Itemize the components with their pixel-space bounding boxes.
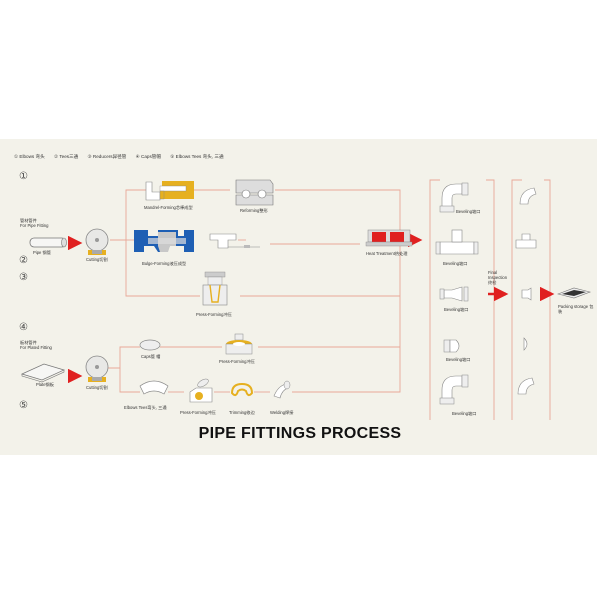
packing-box-icon bbox=[556, 287, 592, 299]
beveling-elbow-icon-2 bbox=[439, 374, 469, 405]
beveling-label-4: Beveling坡口 bbox=[446, 357, 471, 362]
plate-label: Plate钢板 bbox=[36, 382, 54, 387]
beveling-elbow-icon-1 bbox=[439, 182, 469, 213]
welding-elbow-icon bbox=[273, 380, 291, 399]
finished-elbow-icon-2 bbox=[517, 377, 535, 395]
beveling-label-5: Beveling坡口 bbox=[452, 411, 477, 416]
press-forming-cap-icon bbox=[225, 333, 253, 355]
row-number-2: ② bbox=[19, 255, 28, 266]
press-forming-reducer-label: Press-Forming冲压 bbox=[196, 312, 232, 317]
beveling-label-1: Beveling坡口 bbox=[456, 209, 481, 214]
beveling-cap-icon bbox=[443, 339, 460, 353]
legend-item: ② Tees三通 bbox=[53, 154, 79, 159]
plate-icon bbox=[21, 363, 65, 383]
pipe-fitting-heading-en: For Pipe Fitting bbox=[20, 222, 49, 228]
welding-label: Welding焊接 bbox=[270, 410, 294, 415]
beveling-label-3: Beveling坡口 bbox=[444, 307, 469, 312]
pipe-icon bbox=[29, 237, 67, 248]
bulge-forming-icon bbox=[134, 230, 194, 252]
legend-item: ⑤ Elbows Tees 弯头, 三通 bbox=[170, 154, 224, 159]
bulge-forming-label: Bulge-Forming液压成型 bbox=[142, 261, 187, 266]
mandrel-forming-icon bbox=[145, 181, 194, 201]
pipe-fitting-heading: 管材管件 For Pipe Fitting bbox=[20, 218, 49, 229]
elbow-blank-icon bbox=[139, 380, 169, 395]
packing-storage-label: Packing storage 包装 bbox=[558, 304, 594, 314]
finished-elbow-icon-1 bbox=[519, 187, 537, 205]
cutting-machine-icon-1 bbox=[85, 228, 109, 255]
heat-treatment-label: Heat Treatment热处理 bbox=[366, 251, 408, 256]
reforming-label: Reforming整形 bbox=[240, 208, 268, 213]
mandrel-forming-label: Mandrel-Forming芯棒成型 bbox=[144, 205, 193, 210]
trimming-icon bbox=[230, 382, 254, 397]
trimming-label: Trimming修边 bbox=[229, 410, 255, 415]
elbows-tees-label: Elbows Tees弯头, 三通 bbox=[124, 405, 167, 410]
beveling-label-2: Beveling坡口 bbox=[443, 261, 468, 266]
row-number-3: ③ bbox=[19, 272, 28, 283]
caps-label: Caps管 帽 bbox=[141, 354, 161, 359]
legend: ① Elbows 弯头 ② Tees三通 ③ Reducers异径管 ④ Cap… bbox=[14, 154, 232, 160]
finished-reducer-icon bbox=[521, 287, 532, 301]
final-inspection-label: Final Inspection 终检 bbox=[488, 270, 508, 285]
legend-item: ③ Reducers异径管 bbox=[87, 154, 127, 159]
legend-item: ④ Caps管帽 bbox=[135, 154, 161, 159]
press-forming-elbow-label: Press-Forming冲压 bbox=[180, 410, 216, 415]
tee-preform-icon bbox=[209, 233, 260, 249]
cap-blank-icon bbox=[139, 339, 161, 351]
pipe-label: Pipe 钢管 bbox=[33, 250, 51, 255]
press-forming-reducer-icon bbox=[202, 271, 228, 306]
flow-lines bbox=[108, 179, 551, 420]
cutting-label-1: Cutting切割 bbox=[86, 257, 108, 262]
plate-fitting-heading: 板材管件 For Plated Fitting bbox=[20, 340, 52, 351]
legend-item: ① Elbows 弯头 bbox=[14, 154, 45, 159]
beveling-tee-icon bbox=[435, 229, 479, 255]
press-forming-elbow-icon bbox=[189, 378, 213, 403]
diagram-title: PIPE FITTINGS PROCESS bbox=[198, 425, 402, 442]
beveling-reducer-icon bbox=[439, 286, 469, 302]
pipe-fitting-heading-cn: 管材管件 bbox=[20, 218, 37, 223]
heat-treatment-furnace-icon bbox=[365, 229, 413, 247]
finished-tee-icon bbox=[515, 233, 537, 249]
row-number-5: ⑤ bbox=[19, 400, 28, 411]
press-forming-cap-label: Press-Forming冲压 bbox=[219, 359, 255, 364]
finished-cap-icon bbox=[523, 337, 528, 351]
plate-fitting-heading-en: For Plated Fitting bbox=[20, 344, 52, 350]
row-number-1: ① bbox=[19, 171, 28, 182]
cutting-label-2: Cutting切割 bbox=[86, 385, 108, 390]
reforming-die-icon bbox=[235, 179, 274, 206]
row-number-4: ④ bbox=[19, 322, 28, 333]
plate-fitting-heading-cn: 板材管件 bbox=[20, 340, 37, 345]
cutting-machine-icon-2 bbox=[85, 355, 109, 382]
